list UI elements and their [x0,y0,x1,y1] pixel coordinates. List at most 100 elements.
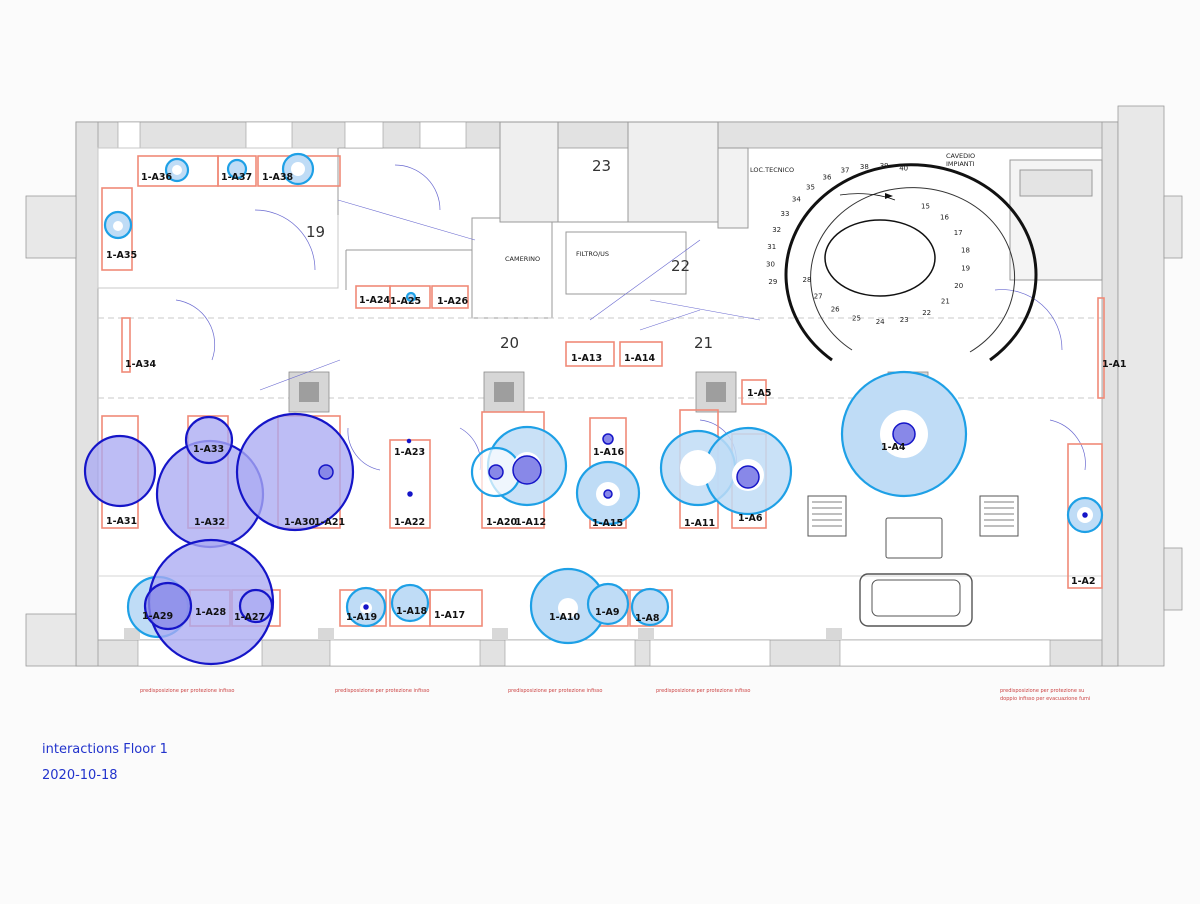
case-label-1-A21: 1-A21 [314,517,345,528]
protection-note: predisposizione per protezione infisso [656,688,751,694]
case-label-1-A29: 1-A29 [142,611,173,622]
case-label-1-A12: 1-A12 [515,517,546,528]
case-label-1-A27: 1-A27 [234,612,265,623]
stair-step-label: 24 [876,318,885,326]
case-label-1-A2: 1-A2 [1071,576,1096,587]
stair-step-label: 26 [831,306,840,314]
interaction-1-A25 [405,291,417,303]
room-number: 21 [694,334,713,352]
case-label-1-A14: 1-A14 [624,353,656,364]
case-label-1-A15: 1-A15 [592,518,623,529]
interaction-1-A30 [235,412,355,532]
stair-step-label: 40 [899,165,908,173]
case-label-1-A35: 1-A35 [106,250,137,261]
interaction-1-A27 [238,588,274,624]
interaction-1-A8 [630,587,670,627]
case-label-1-A23: 1-A23 [394,447,425,458]
case-label-1-A11: 1-A11 [684,518,715,529]
room-number: 22 [671,257,690,275]
interaction-1-A18 [390,583,430,623]
stair-step-label: 18 [961,246,970,254]
case-label-1-A13: 1-A13 [571,353,602,364]
case-label-1-A8: 1-A8 [635,613,660,624]
case-label-1-A4: 1-A4 [881,442,906,453]
case-label-1-A38: 1-A38 [262,172,294,183]
stair-step-label: 23 [900,316,909,324]
case-label-1-A19: 1-A19 [346,612,377,623]
stair-step-label: 22 [922,309,931,317]
case-label-1-A1: 1-A1 [1102,359,1127,370]
interaction-1-A9 [586,582,630,626]
stair-step-label: 29 [768,278,777,286]
stair-step-label: 38 [860,163,869,171]
case-label-1-A32: 1-A32 [194,517,225,528]
map-date: 2020-10-18 [42,768,118,783]
case-label-1-A24: 1-A24 [359,295,391,306]
stair-step-label: 15 [921,202,930,210]
stair-step-label: 25 [852,314,861,322]
case-label-1-A30: 1-A30 [284,517,316,528]
room-number: 20 [500,334,519,352]
interaction-1-A37 [226,158,248,180]
interaction-centers [318,422,1088,610]
case-label-1-A10: 1-A10 [549,612,581,623]
annotation-lines [259,199,761,391]
stair-step-label: 32 [772,226,781,234]
protection-note: predisposizione per protezione infisso [508,688,603,694]
label-filtro: FILTRO/US [576,250,609,258]
label-loc-tecnico: LOC.TECNICO [750,166,794,174]
interaction-bubbles-light [103,152,1104,645]
stair-step-label: 28 [803,276,812,284]
protection-note: doppio infisso per evacuazione fumi [1000,696,1090,702]
room-numbers: 19 20 21 22 23 [306,157,713,352]
label-cavedio: CAVEDIO [946,152,975,160]
case-label-1-A28: 1-A28 [195,607,227,618]
stair-step-label: 34 [792,196,801,204]
map-caption: interactions Floor 1 2020-10-18 [42,737,168,789]
stair-step-label: 20 [954,282,963,290]
stair-step-label: 27 [814,292,823,300]
furniture-hatching [812,501,1014,527]
protection-note: predisposizione per protezione infisso [140,688,235,694]
case-label-1-A31: 1-A31 [106,516,137,527]
interaction-1-A29 [143,581,193,631]
case-label-1-A9: 1-A9 [595,607,620,618]
map-title: interactions Floor 1 [42,742,168,757]
case-label-1-A26: 1-A26 [437,296,469,307]
room-number: 19 [306,223,325,241]
stair-step-label: 39 [880,162,889,170]
interaction-1-A31 [83,434,157,508]
stair-step-label: 19 [961,265,970,273]
stair-step-label: 21 [941,298,950,306]
case-label-1-A36: 1-A36 [141,172,173,183]
interaction-1-A33 [184,415,234,465]
case-label-1-A37: 1-A37 [221,172,252,183]
case-label-1-A6: 1-A6 [738,513,763,524]
stair-step-label: 36 [823,174,832,182]
protection-note: predisposizione per protezione su [1000,688,1084,694]
case-label-1-A22: 1-A22 [394,517,425,528]
case-label-1-A33: 1-A33 [193,444,224,455]
stair-step-label: 16 [940,214,949,222]
interaction-bubbles-dark [83,412,355,666]
case-label-1-A20: 1-A20 [486,517,518,528]
label-impianti: IMPIANTI [946,160,975,168]
protection-note: predisposizione per protezione infisso [335,688,430,694]
label-camerino: CAMERINO [505,255,540,263]
stair-step-label: 37 [841,167,850,175]
case-label-1-A18: 1-A18 [396,606,428,617]
case-label-1-A5: 1-A5 [747,388,772,399]
stair-step-label: 31 [767,243,776,251]
case-label-1-A16: 1-A16 [593,447,625,458]
bottom-notes: predisposizione per protezione infisso p… [140,688,1090,702]
furniture [807,495,1019,627]
stair-step-label: 17 [954,229,963,237]
stair-step-label: 35 [806,183,815,191]
plan-labels: CAMERINO FILTRO/US LOC.TECNICO CAVEDIO I… [505,152,975,263]
spiral-staircase [784,163,1038,362]
stair-step-label: 33 [781,210,790,218]
case-label-1-A34: 1-A34 [125,359,157,370]
stair-step-label: 30 [766,261,775,269]
